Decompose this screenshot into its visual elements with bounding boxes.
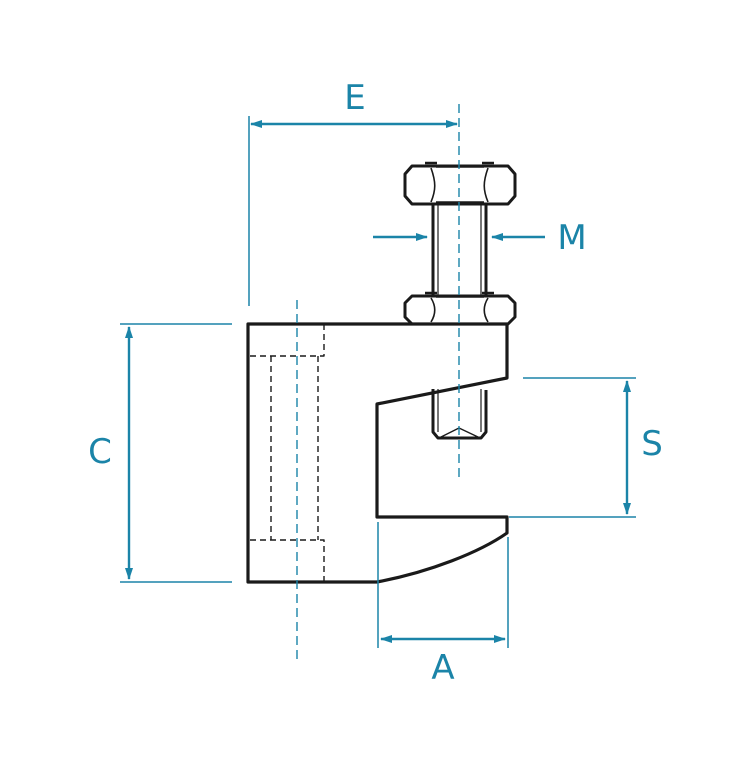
dimension-label-e: E <box>344 78 366 118</box>
top-hex-nut <box>403 161 517 206</box>
dimension-label-s: S <box>641 424 663 464</box>
dimension-label-c: C <box>88 432 112 472</box>
hidden-threaded-hole <box>250 324 325 582</box>
clamp-body <box>246 322 509 584</box>
dimension-label-a: A <box>431 648 455 688</box>
lower-hex-nut <box>403 291 517 326</box>
clamp-part <box>246 161 517 584</box>
dimension-label-m: M <box>557 218 587 258</box>
bolt-shank <box>431 204 488 296</box>
dimensions <box>120 104 636 660</box>
